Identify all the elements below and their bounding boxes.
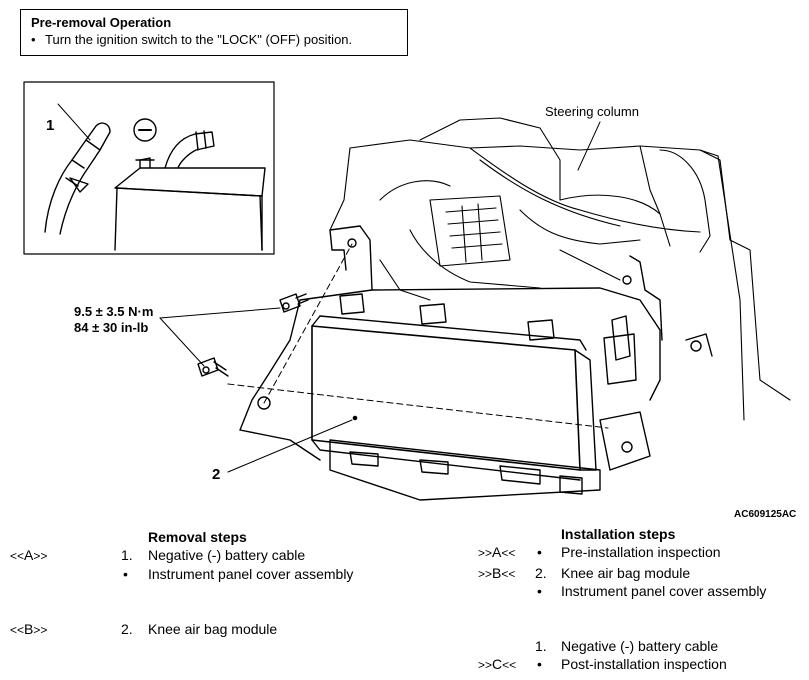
torque-inlb-label: 84 ± 30 in-lb xyxy=(74,320,149,335)
removal-steps-heading: Removal steps xyxy=(148,529,247,545)
removal-step-1-label: Negative (-) battery cable xyxy=(148,547,306,563)
bolt-icon xyxy=(197,357,229,377)
removal-step-2-label: Instrument panel cover assembly xyxy=(148,566,354,582)
pre-removal-item: • Turn the ignition switch to the "LOCK" … xyxy=(31,31,397,49)
installation-steps-heading: Installation steps xyxy=(561,526,676,542)
minus-terminal-icon xyxy=(133,118,157,142)
installation-step-2-label: Knee air bag module xyxy=(561,565,691,581)
mounting-bracket xyxy=(239,225,663,471)
installation-step-4-marker: 1. xyxy=(535,638,547,654)
callout-1: 1 xyxy=(46,117,55,134)
knee-air-bag-module-icon xyxy=(311,293,601,501)
callout-2: 2 xyxy=(212,466,221,483)
battery-icon xyxy=(114,130,266,251)
bullet: • xyxy=(31,32,36,47)
installation-step-5-label: Post-installation inspection xyxy=(561,656,727,672)
installation-step-2-marker: 2. xyxy=(535,565,547,581)
removal-step-2-marker: • xyxy=(123,566,128,582)
pre-removal-box: Pre-removal Operation • Turn the ignition… xyxy=(20,9,408,56)
removal-ref-b[interactable]: <<B>> xyxy=(10,621,48,637)
installation-ref-a[interactable]: >>A<< xyxy=(478,544,516,560)
figure-code: AC609125AC xyxy=(734,509,797,520)
installation-step-1-marker: • xyxy=(537,544,542,560)
installation-step-5-marker: • xyxy=(537,656,542,672)
removal-step-1-marker: 1. xyxy=(121,547,133,563)
pre-removal-title: Pre-removal Operation xyxy=(31,15,172,30)
installation-step-3-marker: • xyxy=(537,583,542,599)
installation-ref-b[interactable]: >>B<< xyxy=(478,565,516,581)
pre-removal-text: Turn the ignition switch to the "LOCK" (… xyxy=(45,32,353,47)
steering-column-structure xyxy=(329,117,791,421)
installation-step-3-label: Instrument panel cover assembly xyxy=(561,583,767,599)
knee-airbag-illustration xyxy=(23,81,791,501)
installation-step-4-label: Negative (-) battery cable xyxy=(561,638,719,654)
battery-inset-frame xyxy=(23,81,275,255)
installation-ref-c[interactable]: >>C<< xyxy=(478,656,517,672)
installation-step-1-label: Pre-installation inspection xyxy=(561,544,721,560)
removal-step-3-label: Knee air bag module xyxy=(148,621,278,637)
torque-nm-label: 9.5 ± 3.5 N·m xyxy=(74,304,154,319)
steering-column-label: Steering column xyxy=(545,104,639,119)
removal-ref-a[interactable]: <<A>> xyxy=(10,547,48,563)
removal-step-3-marker: 2. xyxy=(121,621,133,637)
bolt-icon xyxy=(279,293,309,313)
negative-cable-icon xyxy=(44,103,111,235)
